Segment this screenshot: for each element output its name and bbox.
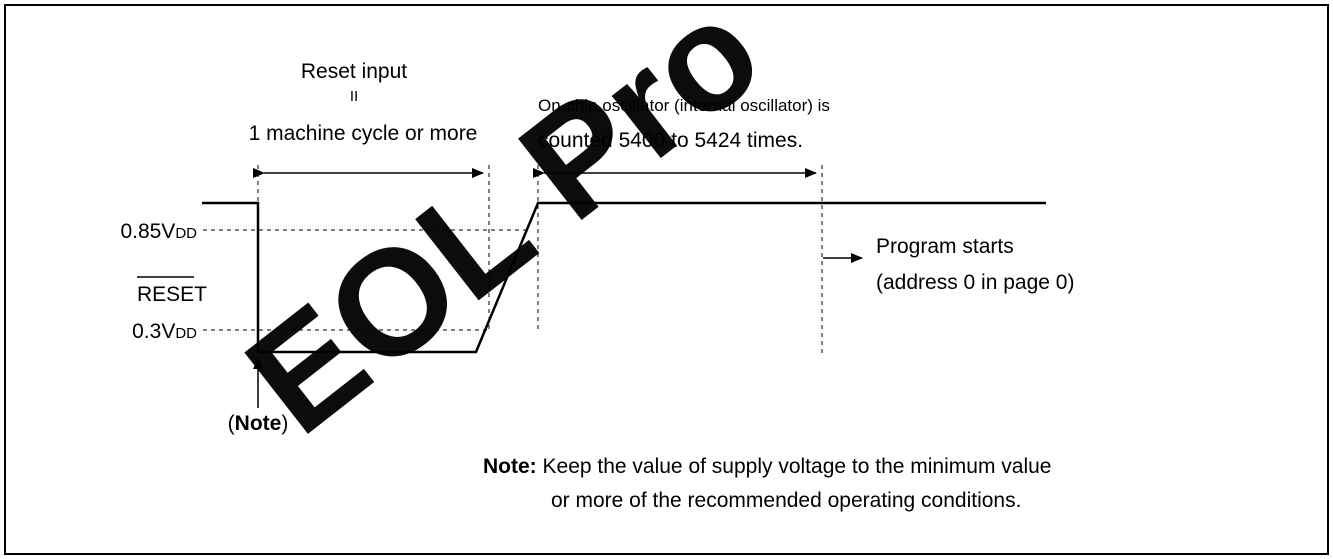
reset-waveform bbox=[202, 201, 1046, 354]
reset-input-label: Reset input bbox=[301, 60, 407, 83]
footnote-line2: or more of the recommended operating con… bbox=[551, 489, 1021, 512]
diagram-frame bbox=[4, 4, 1329, 555]
note-reference: (Note) bbox=[228, 412, 289, 435]
program-starts-label: Program starts bbox=[876, 235, 1014, 258]
reset-signal-label: RESET bbox=[137, 283, 207, 306]
high-voltage-label: 0.85VDD bbox=[120, 220, 197, 243]
low-voltage-label: 0.3VDD bbox=[132, 320, 197, 343]
machine-cycle-label: 1 machine cycle or more bbox=[249, 122, 478, 145]
equals-sign-label: II bbox=[350, 88, 358, 105]
oscillator-line2: counted 5400 to 5424 times. bbox=[538, 129, 803, 152]
oscillator-line1: On-chip oscillator (internal oscillator)… bbox=[538, 96, 830, 115]
footnote-line1: Note: Keep the value of supply voltage t… bbox=[483, 455, 1051, 478]
address-label: (address 0 in page 0) bbox=[876, 271, 1074, 294]
